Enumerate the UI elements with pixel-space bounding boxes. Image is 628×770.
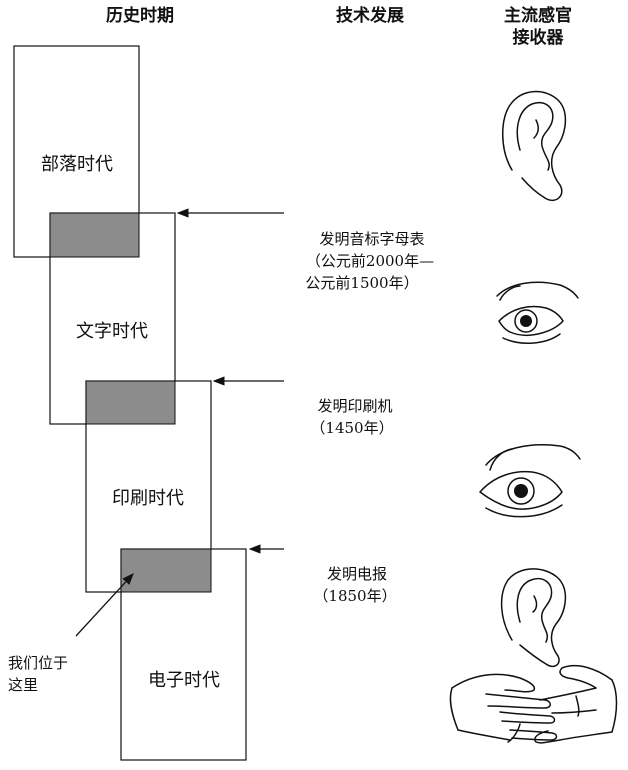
overlap-tribal-writing: [49, 212, 140, 258]
tech-alphabet-line3: 公元前1500年）: [305, 274, 418, 292]
tech-alphabet-line1: 发明音标字母表: [319, 230, 424, 248]
header-sense-line2: 接收器: [513, 27, 565, 48]
ear-icon: [502, 90, 567, 202]
pupil: [514, 484, 528, 498]
note-we-are-here-line2: 这里: [8, 676, 38, 694]
tech-press-line1: 发明印刷机: [317, 397, 392, 415]
header-period: 历史时期: [106, 5, 174, 26]
note-we-are-here-line1: 我们位于: [8, 654, 68, 672]
eye-icon: [496, 281, 579, 344]
era-label-writing: 文字时代: [76, 321, 148, 342]
header-tech: 技术发展: [336, 5, 404, 26]
tech-alphabet-line2: （公元前2000年—: [306, 252, 434, 270]
ear-icon: [500, 568, 567, 668]
eye-icon: [479, 444, 581, 518]
header-sense-line1: 主流感官: [504, 5, 572, 26]
overlap-writing-print: [85, 380, 176, 425]
tech-press-line2: （1450年）: [310, 419, 393, 437]
era-label-print: 印刷时代: [112, 488, 184, 509]
era-label-electronic: 电子时代: [148, 670, 220, 691]
arrow-we-are-here: [75, 573, 134, 637]
tech-telegraph-line1: 发明电报: [327, 565, 387, 583]
pupil: [520, 315, 532, 327]
era-label-tribal: 部落时代: [41, 154, 113, 175]
hands-touch-icon: [449, 664, 618, 744]
tech-telegraph-line2: （1850年）: [313, 587, 396, 605]
overlap-print-electronic: [120, 548, 212, 593]
